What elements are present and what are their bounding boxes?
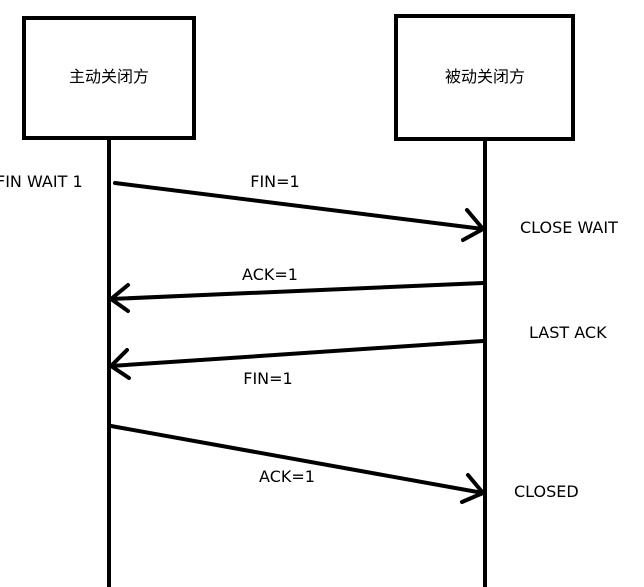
message-label: FIN=1 [243,369,292,388]
state-label-fin-wait-1: FIN WAIT 1 [0,172,83,191]
participant-box-left [22,16,196,140]
message-ack-2: ACK=1 [109,424,485,504]
message-label: ACK=1 [259,467,315,486]
state-label-last-ack: LAST ACK [529,323,607,342]
message-arrow-line [113,181,485,231]
participant-label-left: 主动关闭方 [69,67,149,86]
participant-passive-closer: 被动关闭方 [394,14,575,141]
state-label-closed: CLOSED [514,482,579,501]
message-arrow-line [109,424,485,495]
participant-box-right [394,14,575,141]
participant-label-right: 被动关闭方 [445,67,525,86]
message-fin-2: FIN=1 [109,339,485,388]
arrowhead-icon [461,208,485,242]
message-label: FIN=1 [250,172,299,191]
arrowhead-icon [109,283,130,313]
message-ack-1: ACK=1 [109,265,485,313]
message-label: ACK=1 [242,265,298,284]
message-arrow-line [109,339,485,368]
arrowhead-icon [460,473,485,504]
participant-active-closer: 主动关闭方 [22,16,196,140]
message-fin-1: FIN=1 [113,172,485,242]
state-label-close-wait: CLOSE WAIT [520,218,618,237]
message-arrow-line [109,281,485,301]
arrowhead-icon [109,348,131,380]
